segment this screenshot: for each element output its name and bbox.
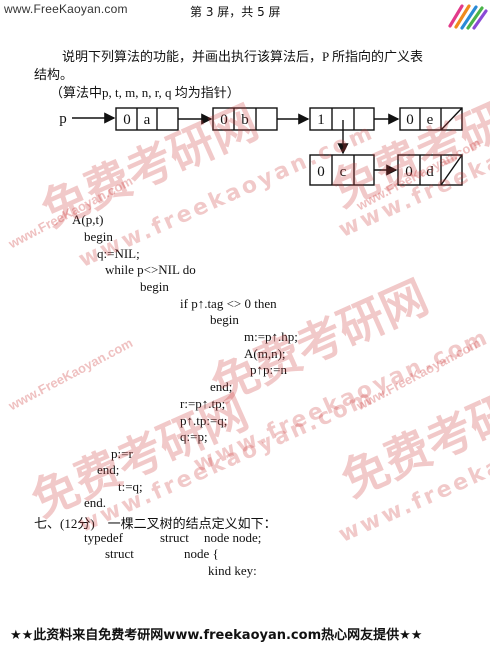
question-line-2: 结构。 bbox=[34, 67, 74, 82]
site-name: www.FreeKaoyan.com bbox=[4, 2, 128, 16]
code-line: end. bbox=[84, 495, 107, 510]
code-line: p:=r bbox=[111, 446, 133, 461]
code-line: end; bbox=[210, 379, 233, 394]
node-4-tag: 0 bbox=[406, 112, 414, 128]
node-6-value: d bbox=[426, 164, 434, 180]
node-2-value: b bbox=[241, 112, 249, 128]
node-2-tag: 0 bbox=[220, 112, 228, 128]
code-line: t:=q; bbox=[118, 479, 143, 494]
node-1-value: a bbox=[144, 112, 151, 128]
struct-keyword-2: struct bbox=[105, 546, 134, 561]
code-line: begin bbox=[210, 312, 239, 327]
code-line: p↑.tp:=q; bbox=[180, 413, 228, 428]
question-7-title: 七、(12分) 一棵二叉树的结点定义如下： bbox=[34, 516, 277, 531]
typedef-keyword: typedef bbox=[84, 530, 123, 545]
p-label: p bbox=[59, 111, 67, 127]
question-line-3: （算法中p, t, m, n, r, q 均为指针） bbox=[50, 85, 240, 100]
watermark-cn: 免费考研网 bbox=[203, 269, 436, 413]
code-line: m:=p↑.hp; bbox=[244, 329, 298, 344]
code-line: q:=p; bbox=[180, 429, 208, 444]
footer-notice: ★★此资料来自免费考研网www.freekaoyan.com热心网友提供★★ bbox=[10, 628, 423, 643]
code-line: end; bbox=[97, 462, 120, 477]
watermark-url: www.FreeKaoyan.com bbox=[354, 335, 484, 414]
code-line: if p↑.tag <> 0 then bbox=[180, 296, 277, 311]
watermark-en: www.freekaoyan.com bbox=[335, 394, 490, 548]
node-1-tag: 0 bbox=[123, 112, 131, 128]
page-indicator: 第 3 屏，共 5 屏 bbox=[190, 5, 281, 19]
node-3-tag: 1 bbox=[317, 112, 325, 128]
question-line-1: 说明下列算法的功能，并画出执行该算法后，P 所指向的广义表 bbox=[62, 49, 423, 64]
code-line: A(p,t) bbox=[72, 212, 104, 227]
node-4-value: e bbox=[427, 112, 434, 128]
code-line: r:=p↑.tp; bbox=[180, 396, 226, 411]
code-line: begin bbox=[140, 279, 169, 294]
brand-logo-icon bbox=[448, 4, 488, 30]
node-5-value: c bbox=[340, 164, 347, 180]
node-5-tag: 0 bbox=[317, 164, 325, 180]
code-line: q:=NIL; bbox=[97, 246, 140, 261]
watermark-cn: 免费考研网 bbox=[333, 364, 490, 508]
node-6-tag: 0 bbox=[405, 164, 413, 180]
struct-keyword: struct bbox=[160, 530, 189, 545]
node-4 bbox=[399, 107, 463, 131]
node-6 bbox=[397, 154, 463, 186]
watermark-en: www.freekaoyan.com bbox=[190, 324, 490, 478]
watermark-url: www.FreeKaoyan.com bbox=[6, 335, 136, 414]
list-diagram: p 0 a 0 b 1 0 e 0 c 0 d bbox=[59, 107, 463, 186]
typedef-name: node node; bbox=[204, 530, 262, 545]
struct-field: kind key: bbox=[208, 563, 257, 578]
code-line: A(m,n); bbox=[244, 346, 286, 361]
code-line: while p<>NIL do bbox=[105, 262, 196, 277]
struct-open: node { bbox=[184, 546, 219, 561]
code-line: begin bbox=[84, 229, 113, 244]
code-line: p↑p:=n bbox=[250, 362, 287, 377]
